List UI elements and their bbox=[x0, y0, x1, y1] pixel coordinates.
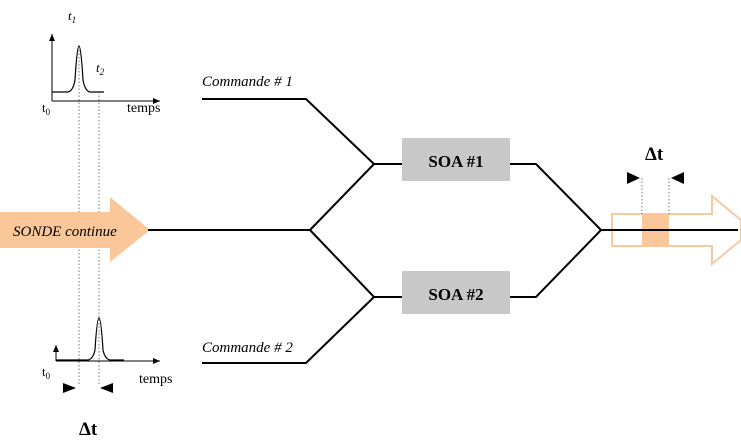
bottom-delta-label: Δt bbox=[79, 419, 98, 440]
command-1-line bbox=[202, 98, 375, 165]
soa-2-label: SOA #2 bbox=[428, 285, 483, 304]
soa-1-block: SOA #1 bbox=[402, 138, 510, 181]
lower-arm-in bbox=[309, 229, 402, 298]
top-pulse-plot: t1 t2 t0 temps bbox=[42, 8, 160, 385]
bottom-t0-label: t0 bbox=[42, 364, 51, 381]
output-delta-left-marker bbox=[627, 172, 640, 184]
bottom-pulse-curve bbox=[56, 317, 124, 361]
bottom-pulse-plot: t0 temps Δt bbox=[42, 317, 172, 440]
command-2-line bbox=[202, 296, 375, 364]
top-axis-label: temps bbox=[127, 101, 160, 116]
output-delta-right-marker bbox=[671, 172, 684, 184]
probe-label: SONDE continue bbox=[13, 224, 117, 240]
lower-arm-out bbox=[510, 229, 602, 298]
command-2-label: Commande # 2 bbox=[202, 340, 293, 356]
t2-label: t2 bbox=[96, 60, 105, 77]
soa-2-box bbox=[402, 271, 510, 314]
bottom-axis-label: temps bbox=[139, 372, 172, 387]
output-delta-label: Δt bbox=[645, 144, 664, 165]
probe-arrow: SONDE continue bbox=[0, 197, 150, 262]
soa-1-box bbox=[402, 138, 510, 181]
upper-arm-out bbox=[510, 163, 602, 231]
top-t0-label: t0 bbox=[42, 100, 51, 117]
probe-arrow-shape bbox=[0, 197, 150, 262]
bottom-delta-right-marker bbox=[100, 383, 113, 393]
top-pulse-curve bbox=[52, 45, 104, 93]
soa-2-block: SOA #2 bbox=[402, 271, 510, 314]
t1-label: t1 bbox=[68, 8, 76, 25]
upper-arm-in bbox=[309, 163, 402, 231]
command-1-label: Commande # 1 bbox=[202, 74, 293, 90]
soa-1-label: SOA #1 bbox=[428, 152, 483, 171]
output-arrow: Δt bbox=[601, 144, 741, 267]
bottom-delta-left-marker bbox=[63, 383, 76, 393]
interferometer-lines bbox=[148, 98, 602, 364]
